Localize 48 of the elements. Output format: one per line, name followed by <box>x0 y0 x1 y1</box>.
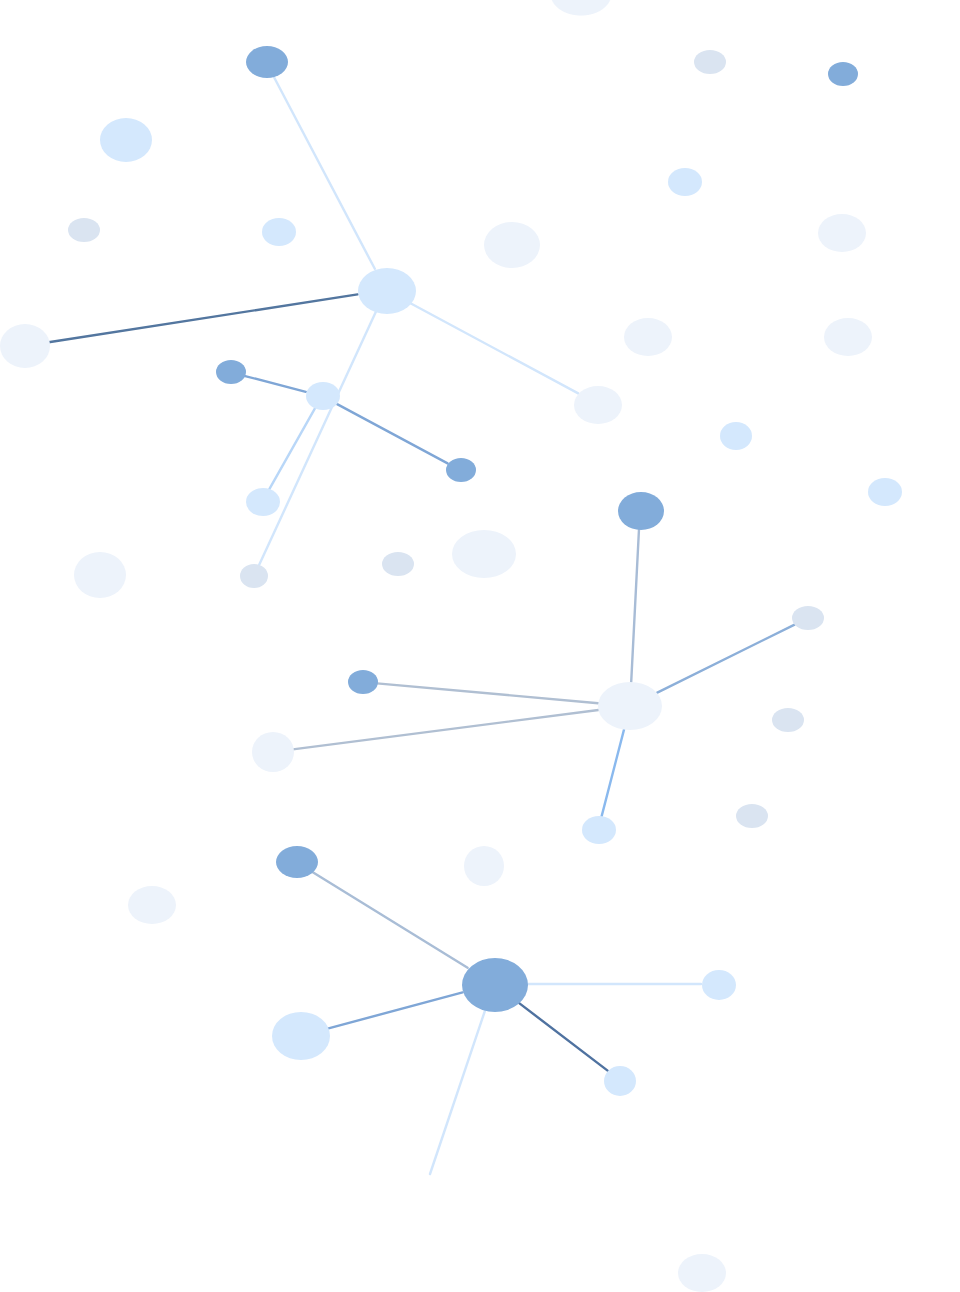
network-node <box>215 360 245 384</box>
network-node <box>305 382 339 410</box>
network-node <box>701 969 735 999</box>
network-node <box>461 957 527 1011</box>
network-node <box>382 552 414 576</box>
connector-line <box>375 682 600 705</box>
network-node <box>100 118 152 162</box>
connector-line <box>525 982 703 986</box>
network-node <box>68 218 100 242</box>
network-node <box>827 62 857 86</box>
connector-line <box>243 374 307 393</box>
connector-line <box>630 527 641 684</box>
connector-line <box>517 1001 609 1072</box>
connector-line <box>655 623 796 694</box>
network-node <box>357 267 415 313</box>
connector-line <box>291 708 600 751</box>
connector-line <box>428 1008 487 1176</box>
network-node <box>275 846 317 878</box>
network-node <box>694 50 726 74</box>
network-node <box>720 422 752 450</box>
network-node <box>604 1065 636 1095</box>
network-node <box>347 670 377 694</box>
connector-line <box>311 870 469 969</box>
connector-line <box>408 301 580 395</box>
network-node <box>0 324 49 368</box>
network-node <box>271 1012 329 1060</box>
network-node <box>867 478 901 506</box>
network-node <box>736 804 768 828</box>
network-node <box>245 488 279 516</box>
connector-line <box>272 75 376 270</box>
network-node <box>792 606 824 630</box>
connector-line <box>335 402 449 465</box>
network-node <box>772 708 804 732</box>
connector-line <box>600 728 626 818</box>
network-node <box>261 218 295 246</box>
network-node <box>598 682 662 730</box>
connector-line <box>326 991 464 1030</box>
connector-line <box>47 293 359 344</box>
network-node <box>617 491 663 529</box>
network-node <box>574 385 622 423</box>
network-node <box>581 816 615 844</box>
network-node <box>245 46 287 78</box>
network-node <box>667 168 701 196</box>
network-node <box>240 564 268 588</box>
connector-line <box>268 407 316 491</box>
network-node <box>445 458 475 482</box>
network-node <box>251 732 293 772</box>
connector-line <box>258 310 378 566</box>
